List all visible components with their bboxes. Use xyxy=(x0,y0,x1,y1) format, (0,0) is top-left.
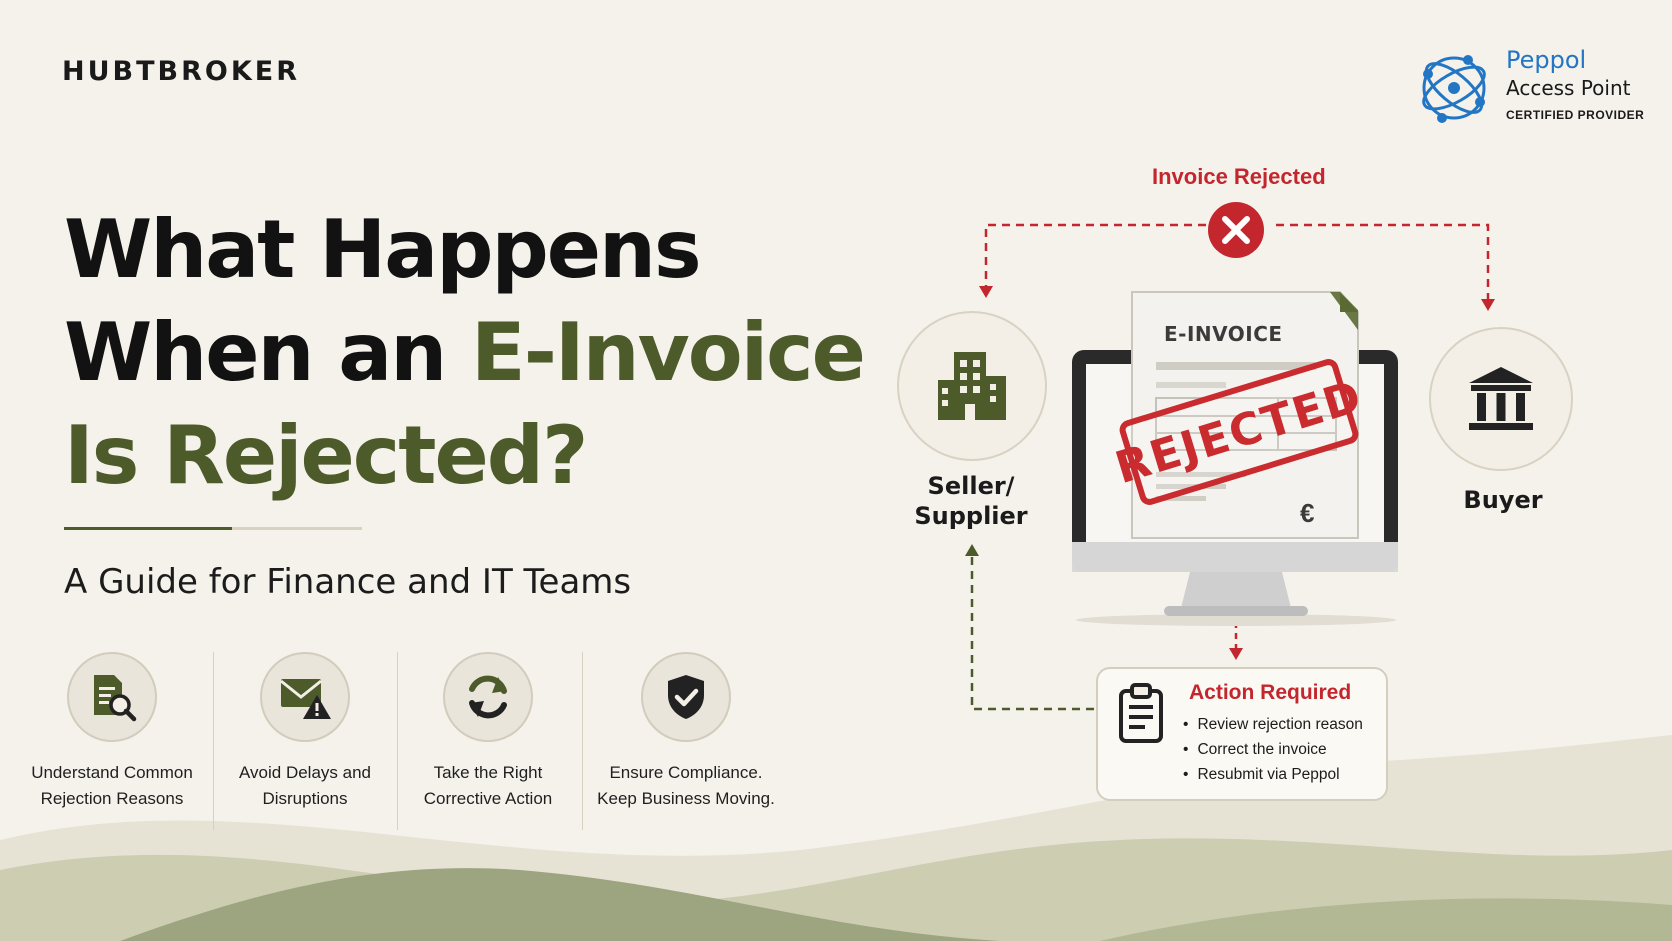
benefit-label: Take the Right Corrective Action xyxy=(423,763,553,808)
badge-certified: CERTIFIED PROVIDER xyxy=(1506,108,1645,122)
benefit-compliance: Ensure Compliance. Keep Business Moving. xyxy=(596,652,776,812)
benefit-divider xyxy=(582,652,583,830)
computer-monitor xyxy=(1072,291,1398,626)
action-item: Correct the invoice xyxy=(1183,737,1363,762)
mail-warning-icon xyxy=(280,679,331,719)
seller-label: Seller/ Supplier xyxy=(914,472,1028,530)
action-item-text: Resubmit via Peppol xyxy=(1197,766,1340,783)
action-item: Review rejection reason xyxy=(1183,712,1363,737)
benefit-icon-circle xyxy=(260,652,350,742)
clipboard-icon xyxy=(1119,683,1163,743)
action-item-text: Review rejection reason xyxy=(1197,716,1363,733)
peppol-globe-icon xyxy=(1422,55,1486,123)
benefit-icon-circle xyxy=(67,652,157,742)
document-search-icon xyxy=(94,675,137,722)
buyer-node xyxy=(1429,327,1573,471)
bank-icon xyxy=(1469,367,1533,430)
building-icon xyxy=(938,352,1006,420)
benefit-icon-circle xyxy=(641,652,731,742)
benefit-avoid-delays: Avoid Delays and Disruptions xyxy=(215,652,395,812)
benefit-divider xyxy=(397,652,398,830)
invoice-rejected-label: Invoice Rejected xyxy=(1152,164,1326,189)
einvoice-title: E-INVOICE xyxy=(1164,322,1283,346)
benefit-icon-circle xyxy=(443,652,533,742)
action-required-title: Action Required xyxy=(1189,681,1352,704)
euro-symbol: € xyxy=(1300,498,1315,528)
refresh-icon xyxy=(469,675,507,719)
page-title: What Happens When an E-Invoice Is Reject… xyxy=(64,198,866,507)
divider-light xyxy=(232,527,362,530)
benefit-understand: Understand Common Rejection Reasons xyxy=(22,652,202,812)
title-line-1: What Happens xyxy=(64,203,702,296)
benefit-corrective-action: Take the Right Corrective Action xyxy=(398,652,578,812)
subtitle: A Guide for Finance and IT Teams xyxy=(64,562,632,602)
benefit-label: Understand Common Rejection Reasons xyxy=(31,763,193,808)
benefit-divider xyxy=(213,652,214,830)
brand-logo: HUBTBROKER xyxy=(62,56,300,87)
action-list: Review rejection reason Correct the invo… xyxy=(1183,712,1363,787)
title-line-3: Is Rejected? xyxy=(64,409,588,502)
title-line-2-prefix: When an xyxy=(64,306,472,399)
action-item-text: Correct the invoice xyxy=(1197,741,1327,758)
badge-peppol: Peppol xyxy=(1506,46,1587,74)
action-item: Resubmit via Peppol xyxy=(1183,762,1363,787)
badge-access-point: Access Point xyxy=(1506,76,1631,100)
benefit-label: Ensure Compliance. Keep Business Moving. xyxy=(597,763,775,808)
seller-node xyxy=(897,311,1047,461)
buyer-label: Buyer xyxy=(1463,486,1543,514)
shield-check-icon xyxy=(668,675,704,719)
benefit-label: Avoid Delays and Disruptions xyxy=(239,763,371,808)
reject-x-icon xyxy=(1208,202,1264,258)
title-highlight: E-Invoice xyxy=(471,306,866,399)
title-line-2: When an E-Invoice xyxy=(64,301,866,404)
divider-accent xyxy=(64,527,232,530)
